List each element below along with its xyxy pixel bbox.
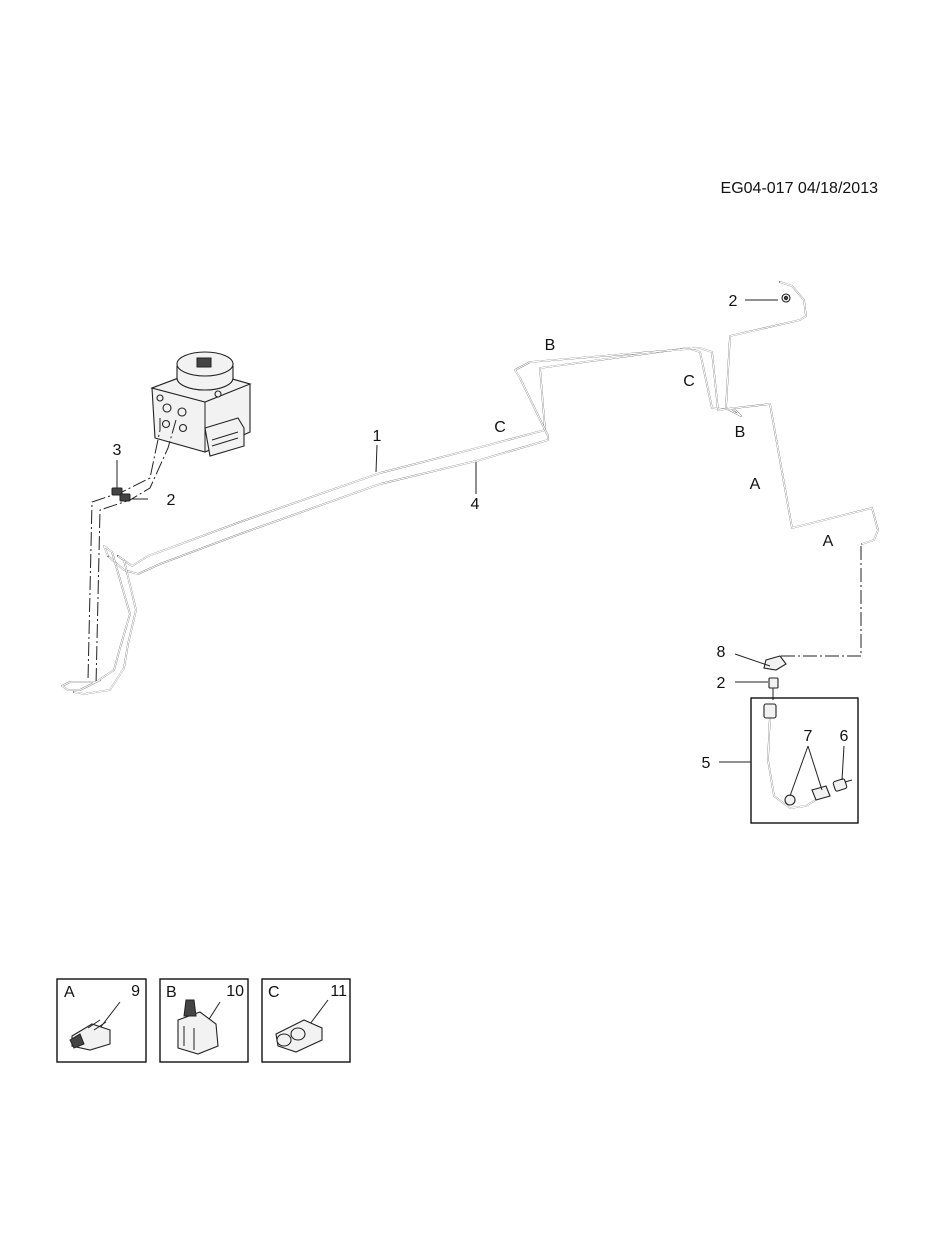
leader-lines [116,299,845,797]
pipe-clip-c [275,1019,323,1053]
left-pipe-bends [61,545,137,695]
detail-b-number: 10 [226,983,244,1000]
brake-pipe-1 [117,281,807,567]
callout-labels: 2 3 2 1 4 8 2 5 7 6 [113,293,849,772]
callout-2-top: 2 [729,293,738,310]
mark-c-right: C [683,373,695,390]
callout-6: 6 [840,728,849,745]
callout-1: 1 [373,428,382,445]
hose-detail-box [750,697,859,824]
brake-pipe-4 [107,347,879,575]
assembly-lines [87,418,862,686]
callout-4: 4 [471,496,480,513]
detail-b-letter: B [166,984,177,1001]
mark-c-mid: C [494,419,506,436]
detail-box-c: C 11 [261,978,351,1063]
mark-a-mid: A [750,476,761,493]
section-marks: B C C B A A [494,337,833,550]
detail-box-b: B 10 [159,978,249,1063]
callout-8: 8 [717,644,726,661]
callout-7: 7 [804,728,813,745]
pipe-clip-b [177,999,219,1055]
mark-b-top: B [545,337,556,354]
pipe-clip-a [69,1019,111,1051]
detail-a-letter: A [64,984,75,1001]
callout-5: 5 [702,755,711,772]
detail-box-a: A 9 [56,978,147,1063]
callout-3: 3 [113,442,122,459]
mark-b-right: B [735,424,746,441]
mark-a-right: A [823,533,834,550]
brake-hose [763,703,853,809]
document-id: EG04-017 04/18/2013 [721,180,879,197]
abs-modulator-unit [150,351,252,457]
hose-bracket-and-nut [763,655,787,700]
callout-2-lower: 2 [717,675,726,692]
callout-2-left: 2 [167,492,176,509]
detail-c-number: 11 [330,983,347,1000]
detail-a-number: 9 [131,983,140,1000]
detail-c-letter: C [268,984,280,1001]
